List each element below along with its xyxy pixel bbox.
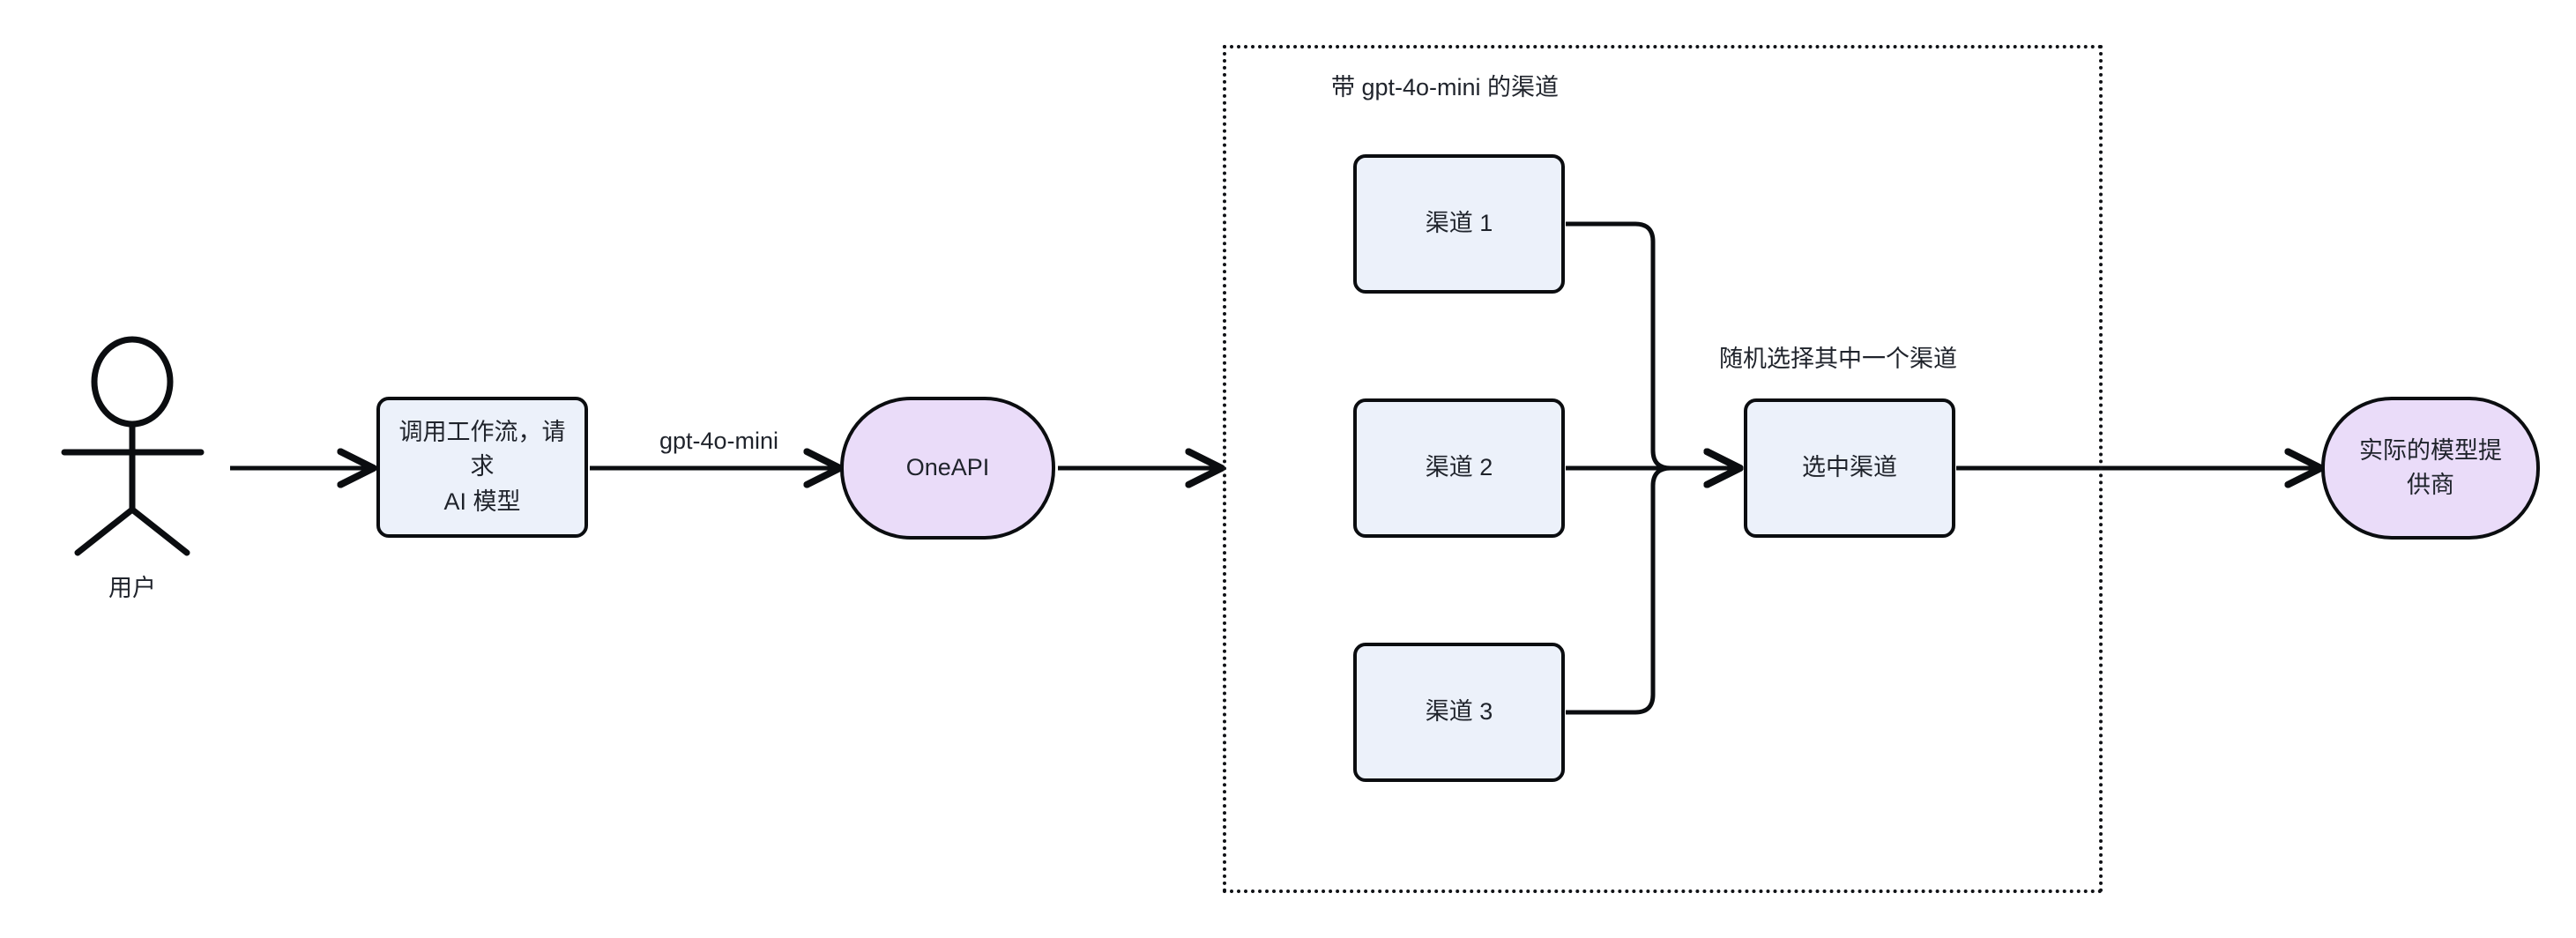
actor-label-user: 用户 (108, 575, 156, 601)
node-workflow-label: 调用工作流，请求 AI 模型 (380, 415, 584, 518)
node-channel-2[interactable]: 渠道 2 (1353, 398, 1565, 538)
group-container-channels (1223, 45, 2103, 893)
node-oneapi-label: OneAPI (905, 454, 990, 481)
node-oneapi[interactable]: OneAPI (840, 397, 1055, 540)
node-workflow-label-line1: 调用工作流，请求 (398, 419, 566, 480)
node-channel-2-label: 渠道 2 (1425, 454, 1493, 481)
node-channel-1[interactable]: 渠道 1 (1353, 154, 1565, 294)
node-provider-label-line1: 实际的模型提 (2359, 436, 2502, 464)
node-selected-channel-label: 选中渠道 (1802, 454, 1897, 481)
edge-label-gpt-4o-mini: gpt-4o-mini (659, 428, 779, 454)
stick-figure-icon (61, 336, 205, 556)
node-channel-1-label: 渠道 1 (1425, 210, 1493, 237)
edge-label-random-select: 随机选择其中一个渠道 (1719, 346, 1957, 372)
node-channel-3-label: 渠道 3 (1425, 698, 1493, 726)
node-provider-label: 实际的模型提 供商 (2343, 434, 2518, 502)
node-provider[interactable]: 实际的模型提 供商 (2321, 397, 2540, 540)
group-title-channels: 带 gpt-4o-mini 的渠道 (1331, 74, 1560, 100)
node-channel-3[interactable]: 渠道 3 (1353, 643, 1565, 782)
node-workflow[interactable]: 调用工作流，请求 AI 模型 (376, 397, 588, 538)
node-selected-channel[interactable]: 选中渠道 (1744, 398, 1955, 538)
node-provider-label-line2: 供商 (2407, 472, 2454, 498)
node-workflow-label-line2: AI 模型 (443, 488, 521, 515)
